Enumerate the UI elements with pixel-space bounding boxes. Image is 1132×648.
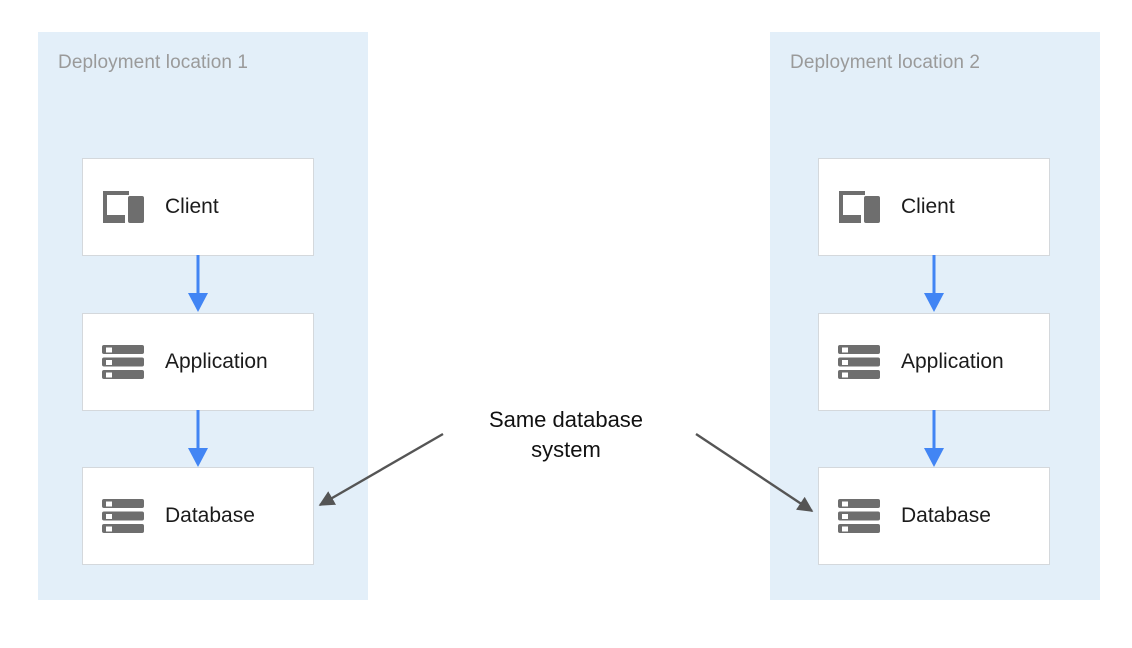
flow-arrow-application-to-database-location-2 <box>924 410 944 467</box>
node-database-location-1[interactable]: Database <box>82 467 314 565</box>
devices-icon <box>839 191 880 223</box>
node-database-location-2[interactable]: Database <box>818 467 1050 565</box>
server-icon <box>102 345 144 379</box>
deployment-location-2-title: Deployment location 2 <box>790 52 981 73</box>
node-client-label-location-1: Client <box>165 195 219 218</box>
annotation-label-line-1: Same database <box>488 407 644 432</box>
server-icon <box>102 499 144 533</box>
node-client-location-1[interactable]: Client <box>82 158 314 256</box>
node-client-label-location-2: Client <box>901 195 955 218</box>
flow-arrow-application-to-database-location-1 <box>188 410 208 467</box>
flow-arrow-client-to-application-location-2 <box>924 255 944 312</box>
node-client-location-2[interactable]: Client <box>818 158 1050 256</box>
node-application-location-1[interactable]: Application <box>82 313 314 411</box>
server-icon <box>838 499 880 533</box>
node-database-label-location-1: Database <box>165 504 255 527</box>
node-application-label-location-1: Application <box>165 350 268 373</box>
annotation-label: Same database system <box>426 405 706 465</box>
server-icon <box>838 345 880 379</box>
deployment-location-1-title: Deployment location 1 <box>58 52 249 73</box>
node-application-location-2[interactable]: Application <box>818 313 1050 411</box>
devices-icon <box>103 191 144 223</box>
flow-arrow-client-to-application-location-1 <box>188 255 208 312</box>
node-database-label-location-2: Database <box>901 504 991 527</box>
annotation-label-line-2: system <box>531 437 601 462</box>
node-application-label-location-2: Application <box>901 350 1004 373</box>
